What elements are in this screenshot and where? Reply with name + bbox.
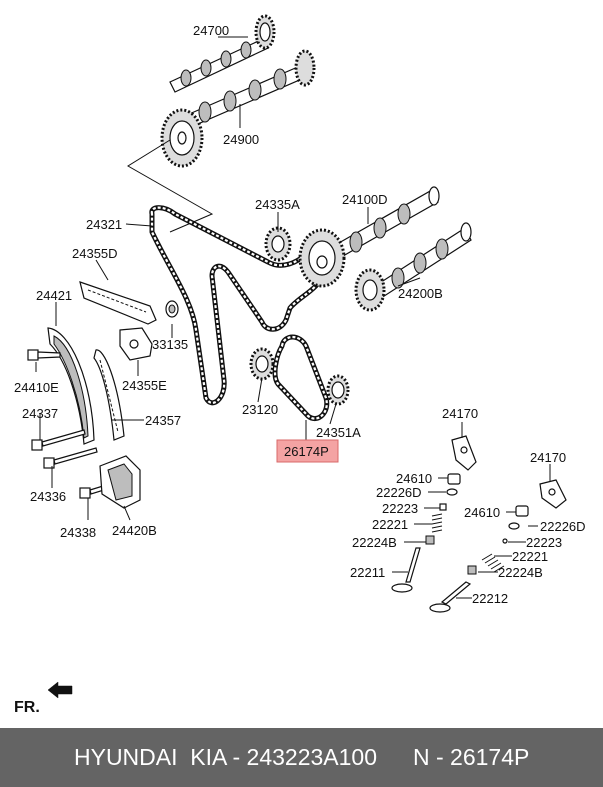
label-22211: 22211 xyxy=(350,565,385,580)
label-22212: 22212 xyxy=(472,591,508,606)
label-23120: 23120 xyxy=(242,402,278,417)
valve-22212 xyxy=(429,581,472,613)
chain-guide-24357 xyxy=(93,349,125,441)
sprocket-23120 xyxy=(249,347,275,381)
label-22226D-left: 22226D xyxy=(376,485,422,500)
label-22224B-left: 22224B xyxy=(352,535,397,550)
label-24421: 24421 xyxy=(36,288,72,303)
label-22221-left: 22221 xyxy=(372,517,408,532)
bolt-24337 xyxy=(31,429,86,451)
label-24410E: 24410E xyxy=(14,380,59,395)
label-24357: 24357 xyxy=(145,413,181,428)
valve-22211 xyxy=(391,547,421,593)
footer-brand-part-number: HYUNDAI KIA - 243223A100 xyxy=(74,744,377,770)
label-24338: 24338 xyxy=(60,525,96,540)
leader-lines xyxy=(35,36,551,599)
bolt-24410E xyxy=(27,349,61,361)
sprocket-24335A xyxy=(264,226,292,262)
lash-adjuster-24610-left xyxy=(447,473,461,485)
camshaft-24700 xyxy=(169,14,276,93)
timing-chain-24321 xyxy=(149,205,330,406)
label-24337: 24337 xyxy=(22,406,58,421)
label-24100D: 24100D xyxy=(342,192,388,207)
nut-33135 xyxy=(165,300,179,318)
label-24321: 24321 xyxy=(86,217,122,232)
tensioner-24355E xyxy=(119,327,153,361)
label-24355D: 24355D xyxy=(72,246,118,261)
tensioner-24420B xyxy=(99,455,141,509)
rocker-arm-24170-right xyxy=(539,479,567,509)
label-24610-right: 24610 xyxy=(464,505,500,520)
tensioner-arm-24421 xyxy=(47,327,95,445)
footer-bar: HYUNDAI KIA - 243223A100 N - 26174P xyxy=(0,728,603,787)
label-24700: 24700 xyxy=(193,23,229,38)
valve-stack-right xyxy=(467,522,520,575)
bolt-24336 xyxy=(43,447,98,469)
label-22221-right: 22221 xyxy=(512,549,548,564)
valve-stack-left xyxy=(425,488,458,545)
front-direction-marker: FR. xyxy=(14,681,73,716)
sprocket-24351A xyxy=(326,374,350,406)
label-24610-left: 24610 xyxy=(396,471,432,486)
label-22224B-right: 22224B xyxy=(498,565,543,580)
front-label: FR. xyxy=(14,699,40,716)
label-24170-right: 24170 xyxy=(530,450,566,465)
front-arrow-icon xyxy=(47,681,73,699)
label-24900: 24900 xyxy=(223,132,259,147)
lash-adjuster-24610-right xyxy=(515,505,529,517)
camshaft-24200B xyxy=(354,222,472,312)
part-labels: 24700 24900 24321 24335A 24100D 24355D 2… xyxy=(14,23,586,606)
camshaft-24100D xyxy=(298,186,440,288)
footer-highlighted-part: N - 26174P xyxy=(413,744,530,770)
label-24170-left: 24170 xyxy=(442,406,478,421)
chain-guide-24355D xyxy=(79,281,157,325)
label-22226D-right: 22226D xyxy=(540,519,586,534)
label-24335A: 24335A xyxy=(255,197,300,212)
camshaft-24900 xyxy=(160,49,316,168)
label-24200B: 24200B xyxy=(398,286,443,301)
label-24355E: 24355E xyxy=(122,378,167,393)
label-22223-right: 22223 xyxy=(526,535,562,550)
label-26174P: 26174P xyxy=(284,444,329,459)
label-24336: 24336 xyxy=(30,489,66,504)
label-33135: 33135 xyxy=(152,337,188,352)
highlight-box-26174P xyxy=(276,439,339,463)
parts-diagram: 24700 24900 24321 24335A 24100D 24355D 2… xyxy=(14,14,586,716)
chain-26174P xyxy=(272,334,330,422)
label-22223-left: 22223 xyxy=(382,501,418,516)
label-24420B: 24420B xyxy=(112,523,157,538)
rocker-arm-24170-left xyxy=(451,435,477,471)
label-24351A: 24351A xyxy=(316,425,361,440)
